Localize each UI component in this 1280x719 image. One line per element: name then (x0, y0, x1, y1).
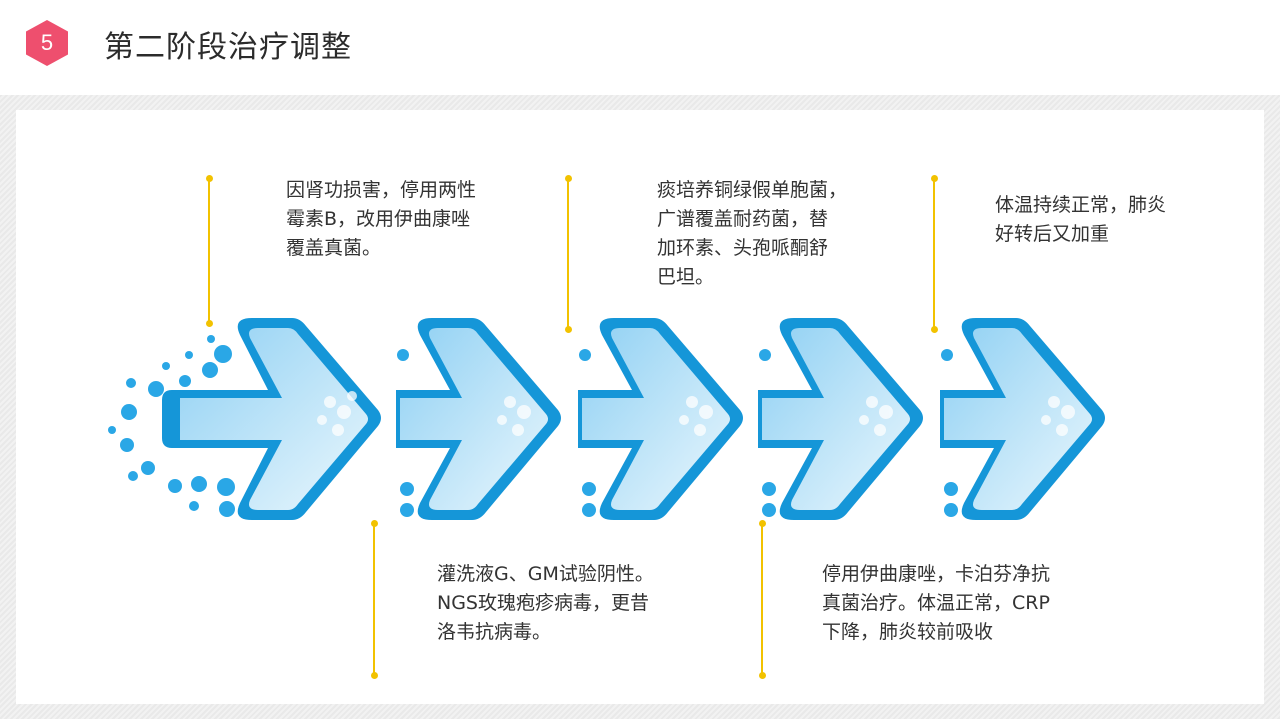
connector-dot (759, 520, 766, 527)
arrow-1 (162, 318, 381, 520)
connector-dot (371, 520, 378, 527)
connector-line-1 (208, 178, 210, 324)
connector-line-3 (567, 178, 569, 330)
connector-line-4 (761, 523, 763, 676)
connector-dot (759, 672, 766, 679)
step-note-2: 灌洗液G、GM试验阴性。NGS玫瑰疱疹病毒，更昔洛韦抗病毒。 (437, 563, 654, 643)
connector-line-2 (373, 523, 375, 676)
page-title: 第二阶段治疗调整 (104, 30, 352, 65)
connector-dot (565, 326, 572, 333)
arrow-5 (940, 318, 1105, 520)
connector-line-5 (933, 178, 935, 330)
slide-header: 5 第二阶段治疗调整 (0, 0, 1280, 95)
step-note-1: 因肾功损害，停用两性霉素B，改用伊曲康唑覆盖真菌。 (286, 179, 477, 259)
connector-dot (565, 175, 572, 182)
step-number: 5 (40, 30, 54, 55)
bubble-decoration (108, 335, 235, 517)
arrow-3 (578, 318, 743, 520)
arrow-2 (396, 318, 561, 520)
connector-dot (371, 672, 378, 679)
connector-dot (206, 175, 213, 182)
hexagon-badge-icon (26, 20, 68, 66)
connector-dot (931, 175, 938, 182)
arrow-4 (758, 318, 923, 520)
step-note-5: 体温持续正常，肺炎好转后又加重 (995, 194, 1167, 245)
connector-dot (931, 326, 938, 333)
connector-dot (206, 320, 213, 327)
step-note-3: 痰培养铜绿假单胞菌，广谱覆盖耐药菌，替加环素、头孢哌酮舒巴坦。 (657, 179, 848, 288)
